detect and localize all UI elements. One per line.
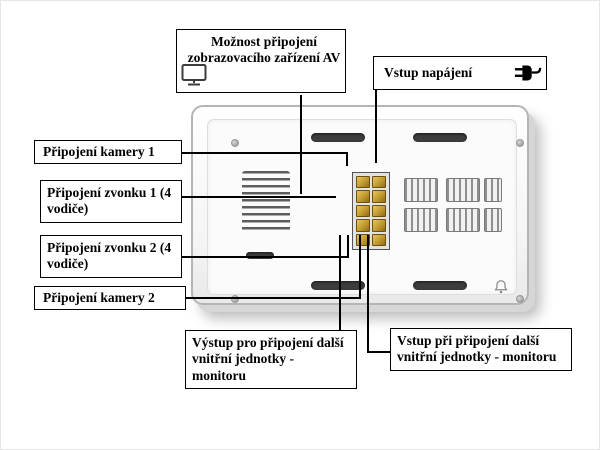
callout-line-bell2 <box>182 256 349 258</box>
mounting-slot <box>413 281 467 290</box>
terminal-pin <box>372 176 386 189</box>
callout-line-monitor-out <box>339 235 341 331</box>
terminal-pin <box>372 204 386 218</box>
callout-line-camera1 <box>182 152 348 154</box>
label-camera1: Připojení kamery 1 <box>34 140 182 165</box>
pin-bank <box>446 178 480 202</box>
wiring-terminal-block <box>352 172 390 250</box>
callout-line-av <box>300 95 302 194</box>
label-bell2-text: Připojení zvonku 2 (4 vodiče) <box>47 240 172 272</box>
corner-screw <box>231 139 239 147</box>
callout-line-power <box>375 89 377 163</box>
mounting-slot <box>311 133 365 142</box>
callout-line-bell2 <box>347 235 349 258</box>
label-bell1-text: Připojení zvonku 1 (4 vodiče) <box>47 185 172 217</box>
callout-line-camera2 <box>359 235 361 299</box>
doorbell-icon <box>494 280 508 294</box>
mounting-slot <box>413 133 467 142</box>
label-power-input: Vstup napájení <box>373 56 547 90</box>
terminal-pin <box>372 233 386 246</box>
label-bell1: Připojení zvonku 1 (4 vodiče) <box>40 180 182 223</box>
callout-line-monitor-in <box>367 235 369 353</box>
pin-bank <box>484 208 502 232</box>
label-camera1-text: Připojení kamery 1 <box>43 144 155 159</box>
callout-line-camera1 <box>346 152 348 166</box>
terminal-pin <box>356 176 370 189</box>
mounting-slot <box>311 281 365 290</box>
device-rear-panel <box>191 105 529 305</box>
terminal-pin <box>372 219 386 232</box>
callout-line-camera2 <box>186 297 361 299</box>
label-bell2: Připojení zvonku 2 (4 vodiče) <box>40 235 182 278</box>
label-av-output: Možnost připojení zobrazovacího zařízení… <box>176 29 346 93</box>
vent-slot <box>246 252 274 259</box>
device-inner-face <box>207 119 524 303</box>
corner-screw <box>231 295 239 303</box>
label-monitor-in-text: Vstup při připojení další vnitřní jednot… <box>397 333 557 365</box>
terminal-pin <box>372 190 386 203</box>
pin-bank <box>484 178 502 202</box>
callout-line-bell1 <box>182 196 336 198</box>
display-icon <box>181 64 207 86</box>
label-power-text: Vstup napájení <box>384 64 473 80</box>
label-av-text: Možnost připojení zobrazovacího zařízení… <box>187 34 341 66</box>
terminal-pin <box>356 190 370 203</box>
pin-bank <box>404 208 438 232</box>
power-plug-icon <box>514 65 542 81</box>
corner-screw <box>516 139 524 147</box>
label-camera2: Připojení kamery 2 <box>34 286 186 311</box>
callout-line-monitor-in <box>367 351 391 353</box>
pin-bank <box>404 178 438 202</box>
label-camera2-text: Připojení kamery 2 <box>43 290 155 305</box>
label-monitor-in: Vstup při připojení další vnitřní jednot… <box>390 328 572 371</box>
terminal-pin <box>356 204 370 218</box>
terminal-pin <box>356 219 370 232</box>
speaker-vent-grille <box>242 171 290 233</box>
label-monitor-out-text: Výstup pro připojení další vnitřní jedno… <box>192 335 344 383</box>
corner-screw <box>516 295 524 303</box>
label-monitor-out: Výstup pro připojení další vnitřní jedno… <box>185 330 357 390</box>
pin-bank <box>446 208 480 232</box>
